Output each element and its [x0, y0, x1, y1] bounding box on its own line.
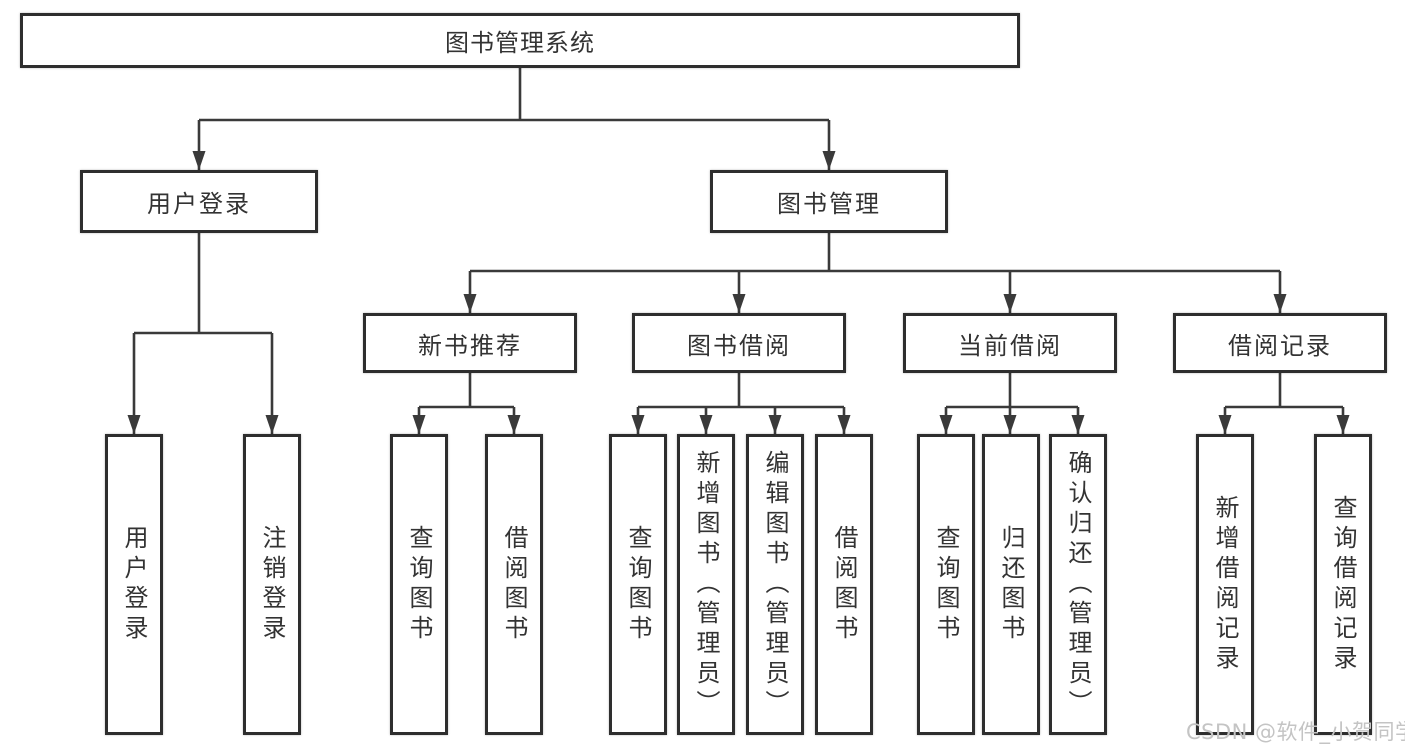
leaf-logout: 注销登录	[243, 434, 301, 735]
node-label: 编辑图书（管理员）	[761, 449, 789, 720]
node-label: 图书借阅	[687, 331, 791, 360]
node-current-borrowing: 当前借阅	[903, 313, 1117, 373]
leaf-user-login: 用户登录	[105, 434, 163, 735]
leaf-add-borrow-record: 新增借阅记录	[1196, 434, 1254, 735]
node-library-management-system: 图书管理系统	[20, 13, 1020, 68]
node-label: 新增借阅记录	[1211, 494, 1239, 675]
leaf-add-books-admin: 新增图书（管理员）	[677, 434, 735, 735]
leaf-borrow-books-recommend: 借阅图书	[485, 434, 543, 735]
leaf-query-borrow-record: 查询借阅记录	[1314, 434, 1372, 735]
node-label: 查询图书	[932, 524, 960, 645]
node-label: 查询图书	[624, 524, 652, 645]
node-label: 图书管理系统	[445, 29, 595, 57]
node-label: 新增图书（管理员）	[692, 449, 720, 720]
node-label: 图书管理	[777, 190, 881, 218]
node-label: 查询借阅记录	[1329, 494, 1357, 675]
node-book-borrowing: 图书借阅	[632, 313, 846, 373]
leaf-query-books-recommend: 查询图书	[390, 434, 448, 735]
node-label: 借阅图书	[500, 524, 528, 645]
node-label: 借阅记录	[1228, 331, 1332, 360]
node-new-book-recommendation: 新书推荐	[363, 313, 577, 373]
leaf-edit-books-admin: 编辑图书（管理员）	[746, 434, 804, 735]
leaf-query-books-borrowing: 查询图书	[609, 434, 667, 735]
node-label: 当前借阅	[958, 331, 1062, 360]
leaf-query-books-current: 查询图书	[917, 434, 975, 735]
node-label: 查询图书	[405, 524, 433, 645]
node-label: 借阅图书	[830, 524, 858, 645]
node-book-management: 图书管理	[710, 170, 948, 233]
node-label: 用户登录	[147, 190, 251, 218]
leaf-borrow-books: 借阅图书	[815, 434, 873, 735]
leaf-confirm-return-admin: 确认归还（管理员）	[1049, 434, 1107, 735]
csdn-watermark: CSDN @软件_小贺同学	[1186, 720, 1405, 744]
node-label: 注销登录	[258, 524, 286, 645]
node-label: 新书推荐	[418, 331, 522, 360]
node-borrowing-records: 借阅记录	[1173, 313, 1387, 373]
node-user-login: 用户登录	[80, 170, 318, 233]
node-label: 用户登录	[120, 524, 148, 645]
leaf-return-books: 归还图书	[982, 434, 1040, 735]
node-label: 归还图书	[997, 524, 1025, 645]
node-label: 确认归还（管理员）	[1064, 449, 1092, 720]
